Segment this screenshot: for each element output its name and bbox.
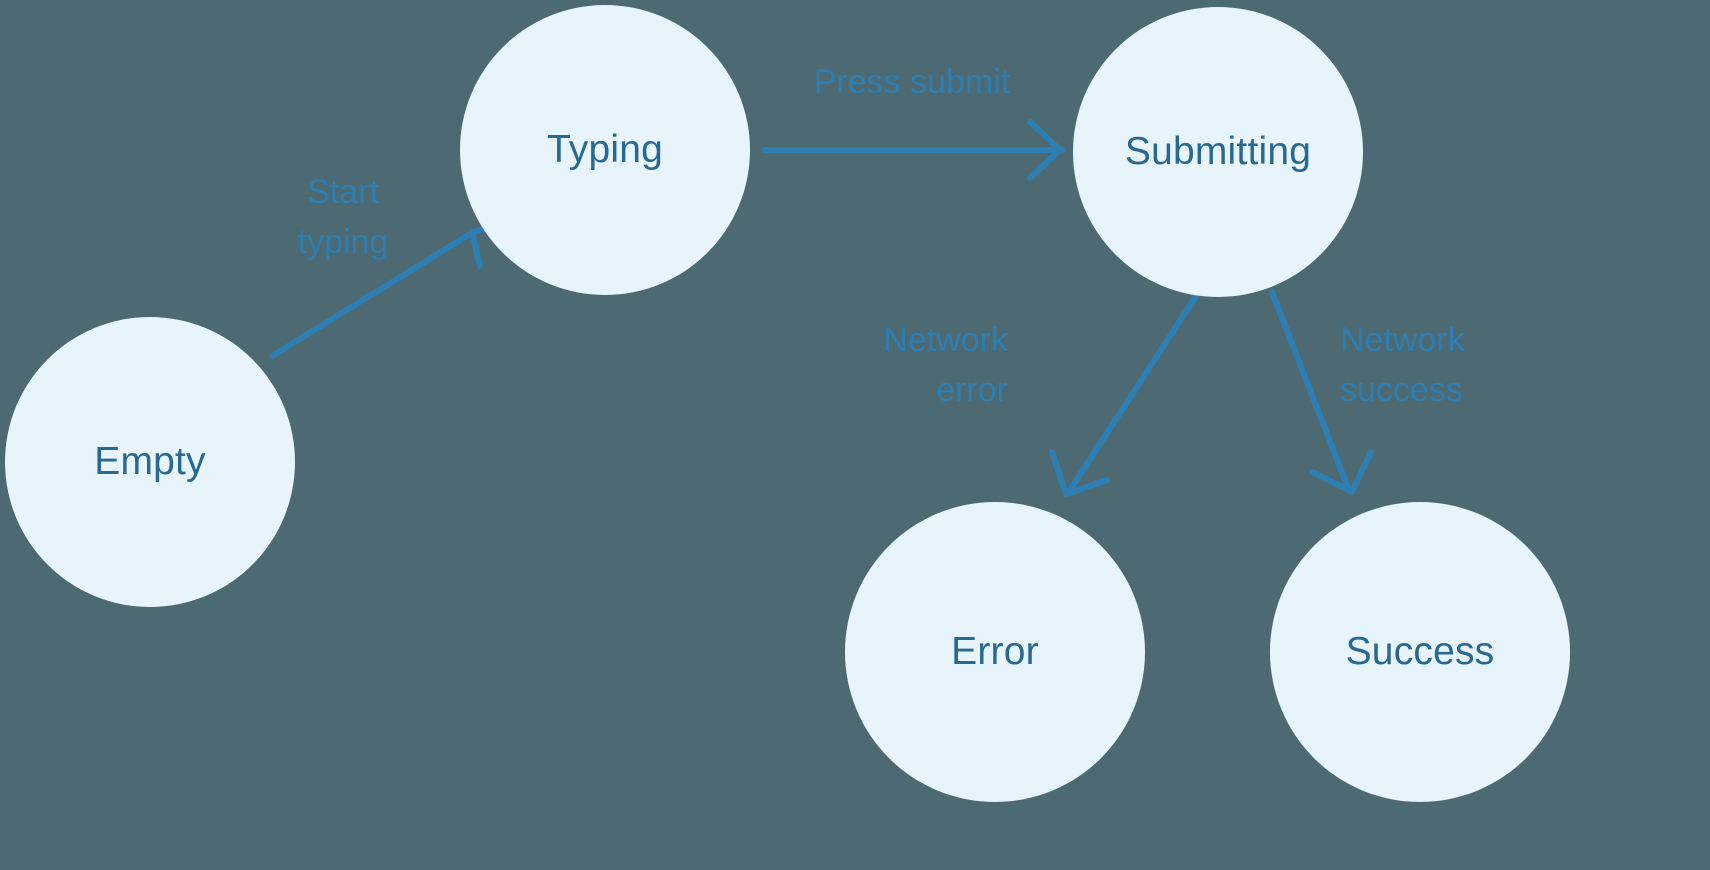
edge-label-start-typing: Start typing [297,173,389,261]
edge-label-press-submit: Press submit [813,63,1011,101]
edge-submitting-to-error [1049,293,1199,497]
edge-submitting-to-success [1269,289,1374,495]
edge-label-network-error: Network error [883,321,1008,409]
state-node-success-label: Success [1345,630,1495,673]
state-node-typing[interactable]: Typing [460,5,750,295]
state-node-empty[interactable]: Empty [5,317,295,607]
state-node-error-label: Error [951,630,1039,673]
state-node-error[interactable]: Error [845,502,1145,802]
state-node-typing-label: Typing [546,128,664,171]
state-node-submitting-label: Submitting [1124,130,1312,173]
state-node-empty-label: Empty [94,440,206,483]
state-node-submitting[interactable]: Submitting [1073,7,1363,297]
state-node-success[interactable]: Success [1270,502,1570,802]
edge-typing-to-submitting [762,119,1065,181]
edge-label-network-success: Network success [1340,321,1465,409]
